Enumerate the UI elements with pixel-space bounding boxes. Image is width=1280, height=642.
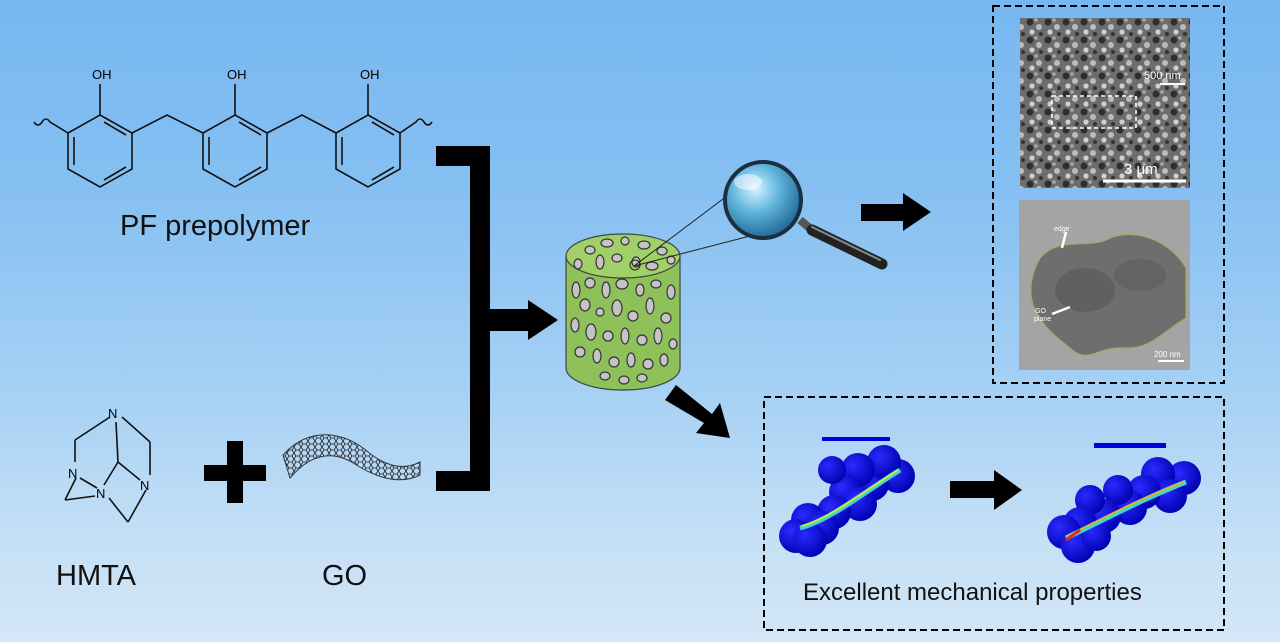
mechanical-box <box>763 396 1225 631</box>
simulation-after <box>1047 443 1201 563</box>
go-sheet-icon <box>282 434 421 481</box>
pores <box>570 236 678 385</box>
hmta-n-top: N <box>108 406 117 421</box>
magnifier-icon <box>629 160 888 271</box>
plus-icon <box>204 441 266 503</box>
hmta-n-right: N <box>140 478 149 493</box>
tem-image <box>1019 200 1190 370</box>
oh-label-2: OH <box>227 67 247 82</box>
micrograph-box <box>992 5 1225 384</box>
arrow-to-micrographs <box>861 193 931 231</box>
pf-prepolymer-structure <box>33 84 433 188</box>
porous-cylinder <box>565 233 681 391</box>
arrow-to-mechanical <box>665 385 730 438</box>
tem-scale: 200 nm <box>1154 350 1181 359</box>
arrow-deformation <box>950 470 1022 510</box>
oh-label-3: OH <box>360 67 380 82</box>
hmta-label: HMTA <box>56 560 137 592</box>
benzene-ring-2 <box>202 114 268 188</box>
hmta-structure <box>64 416 151 523</box>
sem-scale-small: 500 nm <box>1144 70 1181 82</box>
mechanical-properties-label: Excellent mechanical properties <box>803 579 1142 606</box>
sem-scale-large: 3 μm <box>1124 161 1158 178</box>
tem-go-label: GO <box>1035 308 1046 315</box>
benzene-ring-3 <box>335 114 401 188</box>
tem-edge-label: edge <box>1054 226 1070 233</box>
go-label: GO <box>322 560 368 592</box>
tem-plane-label: plane <box>1034 316 1051 323</box>
simulation-before <box>779 437 915 557</box>
hmta-n-left: N <box>68 466 77 481</box>
benzene-ring-1 <box>67 114 133 188</box>
oh-label-1: OH <box>92 67 112 82</box>
merge-bracket <box>436 146 558 491</box>
hmta-n-center: N <box>96 486 105 501</box>
pf-prepolymer-label: PF prepolymer <box>120 210 311 242</box>
sem-image <box>1020 18 1190 188</box>
